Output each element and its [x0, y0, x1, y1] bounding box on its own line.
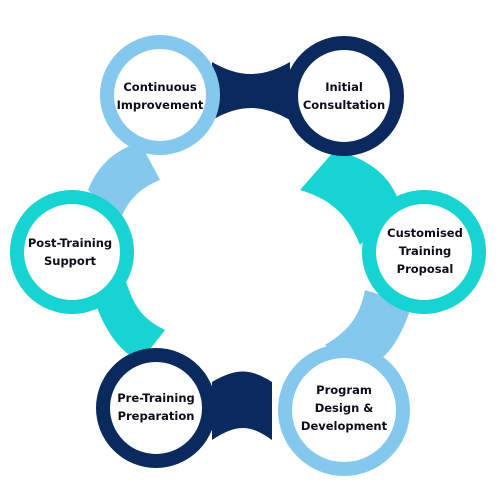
node-label-customised-training-proposal: Customised Training Proposal	[387, 226, 463, 276]
node-circle-initial-consultation	[284, 36, 404, 156]
node-circle-continuous-improvement	[100, 35, 220, 155]
node-label-continuous-improvement: Continuous Improvement	[116, 80, 204, 112]
node-circle-customised-training-proposal	[362, 190, 486, 314]
node-label-pre-training-preparation: Pre-Training Preparation	[117, 391, 195, 423]
connector-program-pretraining	[212, 371, 272, 440]
node-label-post-training-support: Post-Training Support	[27, 236, 113, 268]
connector-pretraining-post	[95, 278, 165, 362]
node-circle-pre-training-preparation	[96, 348, 216, 468]
node-label-initial-consultation: Initial Consultation	[302, 80, 386, 112]
node-circle-program-design-development	[278, 344, 410, 476]
node-circle-post-training-support	[10, 190, 134, 314]
connector-initial-continuous	[212, 62, 290, 120]
node-label-program-design-development: Program Design & Development	[300, 383, 388, 433]
